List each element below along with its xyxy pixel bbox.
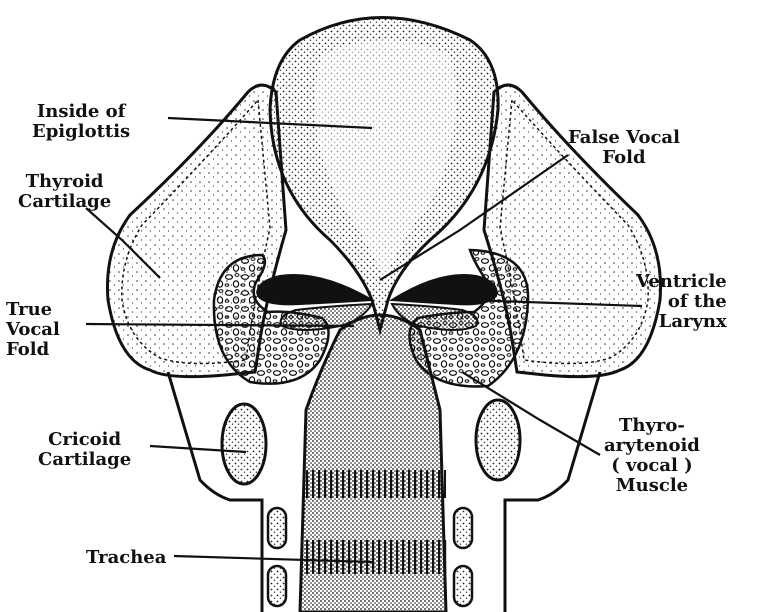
label-ventricle-of-the-larynx: Ventricle of the Larynx: [636, 272, 727, 332]
ventricle-left: [257, 275, 372, 304]
label-true-vocal-fold: True Vocal Fold: [6, 300, 60, 360]
label-cricoid-cartilage: Cricoid Cartilage: [38, 430, 131, 470]
label-false-vocal-fold: False Vocal Fold: [568, 128, 680, 168]
label-trachea: Trachea: [86, 548, 166, 568]
cricoid-cartilage-left: [222, 404, 266, 484]
label-thyroid-cartilage: Thyroid Cartilage: [18, 172, 111, 212]
label-thyroarytenoid-muscle: Thyro- arytenoid ( vocal ) Muscle: [604, 416, 700, 496]
label-inside-of-epiglottis: Inside of Epiglottis: [32, 102, 130, 142]
cricoid-cartilage-right: [476, 400, 520, 480]
